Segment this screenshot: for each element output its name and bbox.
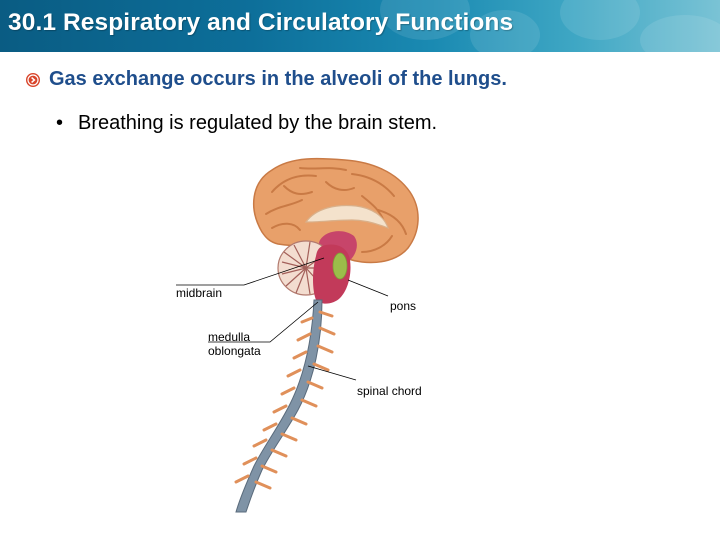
sub-bullet: • Breathing is regulated by the brain ste… xyxy=(56,112,437,135)
label-leader-lines xyxy=(176,257,389,381)
label-midbrain: midbrain xyxy=(176,286,223,300)
corpus-callosum xyxy=(304,204,389,230)
pons-highlight xyxy=(332,252,348,280)
slide-header: 30.1 Respiratory and Circulatory Functio… xyxy=(0,0,720,52)
circle-arrow-bullet-icon xyxy=(26,73,40,87)
header-decoration xyxy=(470,10,540,52)
label-medulla-line2: oblongata xyxy=(208,344,261,358)
label-spinal-cord: spinal chord xyxy=(357,384,422,398)
label-pons: pons xyxy=(390,299,417,313)
label-medulla-oblongata: medulla oblongata xyxy=(208,330,261,358)
cerebrum-gyri xyxy=(265,167,407,253)
label-medulla-line1: medulla xyxy=(208,330,251,344)
spinal-nerve-roots xyxy=(234,310,336,490)
main-bullet-text: Gas exchange occurs in the alveoli of th… xyxy=(49,68,507,90)
sub-bullet-dot: • xyxy=(56,112,64,134)
header-decoration xyxy=(640,15,720,52)
slide-title: 30.1 Respiratory and Circulatory Functio… xyxy=(8,9,514,36)
spinal-cord xyxy=(235,299,323,513)
sub-bullet-text: Breathing is regulated by the brain stem… xyxy=(78,112,438,134)
